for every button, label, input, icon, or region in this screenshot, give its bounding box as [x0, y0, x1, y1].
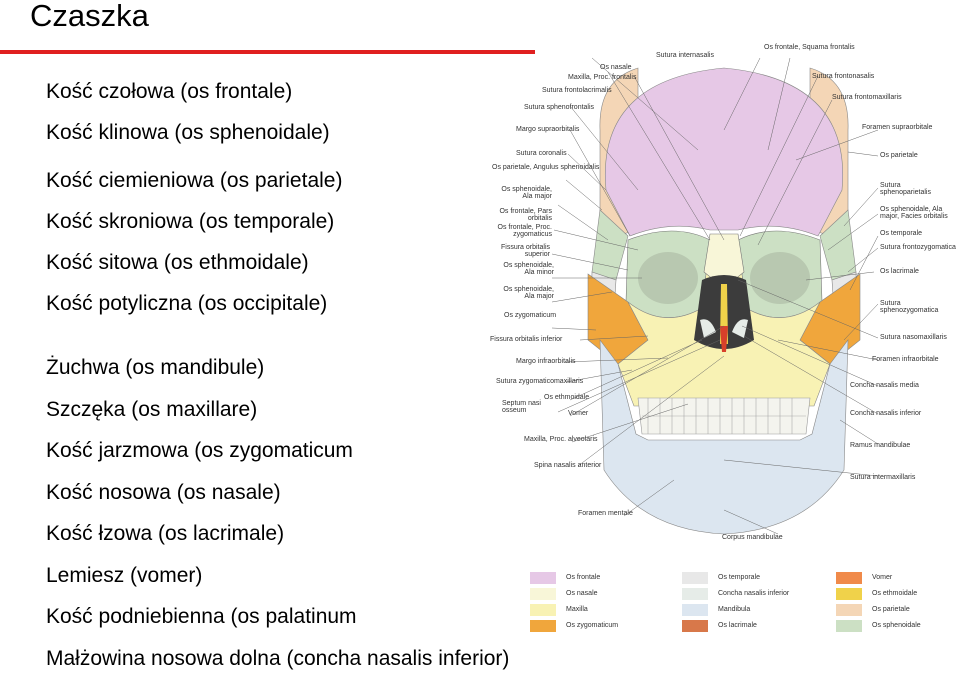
legend-label: Os nasale [566, 590, 598, 597]
figure-label: Concha nasalis media [850, 382, 919, 389]
figure-label: Os parietale [880, 152, 918, 159]
legend-label: Mandibula [718, 606, 751, 613]
legend-label: Os temporale [718, 574, 761, 581]
bone-label-vomer: Lemiesz (vomer) [46, 564, 203, 587]
figure-label: Margo infraorbitalis [516, 358, 576, 365]
legend-label: Concha nasalis inferior [718, 590, 790, 597]
figure-label: Os frontale, Pars orbitalis [499, 208, 552, 223]
legend-label: Os sphenoidale [872, 622, 921, 629]
page-title: Czaszka [30, 0, 149, 33]
figure-label: Os sphenoidale, Ala major [501, 186, 552, 201]
figure-label: Os zygomaticum [504, 312, 557, 319]
legend-label: Os ethmoidale [872, 590, 918, 597]
legend-swatch [530, 620, 556, 632]
bone-label-frontale: Kość czołowa (os frontale) [46, 80, 293, 103]
legend-swatch [682, 572, 708, 584]
title-underline [0, 50, 535, 54]
figure-label: Sutura sphenozygomatica [880, 300, 939, 315]
legend-swatch [682, 604, 708, 616]
bone-label-palatinum: Kość podniebienna (os palatinum [46, 605, 357, 628]
legend-swatch [836, 604, 862, 616]
figure-label: Foramen mentale [578, 510, 633, 517]
figure-label: Os lacrimale [880, 268, 919, 275]
bone-label-zygomaticum: Kość jarzmowa (os zygomaticum [46, 439, 353, 462]
figure-label: Os ethmoidale [544, 394, 590, 401]
bone-label-maxillare: Szczęka (os maxillare) [46, 398, 258, 421]
figure-label: Os frontale, Squama frontalis [764, 44, 855, 51]
bone-label-occipitale: Kość potyliczna (os occipitale) [46, 292, 328, 315]
legend-swatch [530, 588, 556, 600]
figure-label: Sutura intermaxillaris [850, 474, 916, 481]
bone-label-lacrimale: Kość łzowa (os lacrimale) [46, 522, 285, 545]
figure-label: Corpus mandibulae [722, 534, 783, 541]
figure-label: Septum nasi osseum [502, 400, 541, 415]
figure-label: Sutura frontonasalis [812, 73, 875, 80]
legend-label: Os zygomaticum [566, 622, 619, 629]
bone-label-mandibule: Żuchwa (os mandibule) [46, 356, 265, 379]
figure-label: Sutura sphenofrontalis [524, 104, 595, 111]
bone-label-concha: Małżowina nosowa dolna (concha nasalis i… [46, 647, 510, 670]
figure-label: Sutura frontozygomatica [880, 244, 956, 251]
legend-swatch [836, 620, 862, 632]
bone-label-parietale: Kość ciemieniowa (os parietale) [46, 169, 343, 192]
figure-label: Sutura coronalis [516, 150, 567, 157]
figure-label: Os temporale [880, 230, 923, 237]
figure-label: Maxilla, Proc. alveolaris [524, 436, 598, 443]
skull-figure: Sutura internasalis Os frontale, Squama … [488, 40, 958, 644]
figure-label: Vomer [568, 410, 589, 417]
figure-label: Fissura orbitalis inferior [490, 336, 563, 343]
figure-label: Foramen infraorbitale [872, 356, 939, 363]
figure-label: Os frontale, Proc. zygomaticus [497, 224, 552, 239]
legend-swatch [836, 572, 862, 584]
figure-label: Os nasale [600, 64, 632, 71]
figure-label: Ramus mandibulae [850, 442, 911, 449]
skull-illustration [551, 57, 879, 535]
figure-label: Sutura frontomaxillaris [832, 94, 902, 101]
figure-label: Concha nasalis inferior [850, 410, 922, 417]
legend-label: Maxilla [566, 606, 588, 613]
legend-swatch [682, 588, 708, 600]
figure-label: Os sphenoidale, Ala major, Facies orbita… [880, 206, 948, 221]
figure-label: Os sphenoidale, Ala major [503, 286, 554, 301]
legend-swatch [836, 588, 862, 600]
legend-label: Os lacrimale [718, 622, 757, 629]
legend-swatch [530, 572, 556, 584]
figure-label: Margo supraorbitalis [516, 126, 580, 133]
bone-label-temporale: Kość skroniowa (os temporale) [46, 210, 335, 233]
figure-label: Sutura internasalis [656, 52, 714, 59]
figure-label: Sutura sphenoparietalis [880, 182, 931, 197]
figure-label: Os parietale, Angulus sphenoidalis [492, 164, 600, 171]
legend-label: Os parietale [872, 606, 910, 613]
figure-label: Sutura zygomaticomaxillaris [496, 378, 584, 385]
figure-label: Maxilla, Proc. frontalis [568, 74, 637, 81]
bone-label-nasale: Kość nosowa (os nasale) [46, 481, 281, 504]
legend-label: Os frontale [566, 574, 601, 581]
bone-label-sphenoidale: Kość klinowa (os sphenoidale) [46, 121, 330, 144]
figure-label: Foramen supraorbitale [862, 124, 933, 131]
figure-label: Os sphenoidale, Ala minor [503, 262, 554, 277]
figure-label: Sutura nasomaxillaris [880, 334, 947, 341]
legend-swatch [530, 604, 556, 616]
legend-swatch [682, 620, 708, 632]
figure-label: Sutura frontolacrimalis [542, 87, 612, 94]
legend-label: Vomer [872, 574, 893, 581]
bone-label-ethmoidale: Kość sitowa (os ethmoidale) [46, 251, 309, 274]
figure-label: Fissura orbitalis superior [500, 244, 550, 259]
figure-label: Spina nasalis anterior [534, 462, 602, 469]
